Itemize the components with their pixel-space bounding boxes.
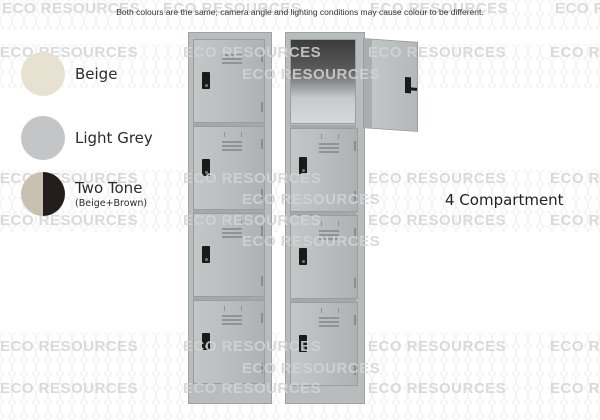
colour-disclaimer: Both colours are the same; camera angle … <box>116 7 484 17</box>
lock-icon <box>202 72 210 89</box>
mesh-pattern <box>0 332 600 420</box>
lock-icon <box>299 157 307 174</box>
locker-door-1 <box>193 39 265 123</box>
colour-option-label: Light Grey <box>75 129 153 147</box>
two-tone-swatch-icon <box>21 172 65 216</box>
open-locker-door <box>363 38 418 132</box>
locker-closed <box>188 32 272 404</box>
locker-door-2 <box>290 128 358 212</box>
locker-door-3 <box>193 213 265 297</box>
lock-icon <box>202 159 210 176</box>
colour-option-label: Beige <box>75 65 118 83</box>
lock-icon <box>202 333 210 350</box>
colour-option-beige[interactable]: Beige <box>21 52 117 96</box>
locker-door-2 <box>193 126 265 210</box>
locker-door-3 <box>290 215 358 299</box>
colour-option-sublabel: (Beige+Brown) <box>75 198 148 209</box>
colour-option-light-grey[interactable]: Light Grey <box>21 116 153 160</box>
compartment-count-label: 4 Compartment <box>445 191 564 209</box>
locker-open <box>285 32 365 404</box>
mesh-pattern <box>0 0 600 30</box>
locker-door-4 <box>193 300 265 384</box>
lock-icon <box>202 246 210 263</box>
light-grey-swatch-icon <box>21 116 65 160</box>
lock-icon <box>299 335 307 352</box>
open-compartment <box>290 39 356 124</box>
lock-icon <box>299 248 307 265</box>
locker-door-4 <box>290 302 358 386</box>
beige-swatch-icon <box>21 52 65 96</box>
colour-option-label: Two Tone (Beige+Brown) <box>75 179 148 209</box>
door-handle-icon <box>405 77 411 94</box>
colour-option-two-tone[interactable]: Two Tone (Beige+Brown) <box>21 172 147 216</box>
